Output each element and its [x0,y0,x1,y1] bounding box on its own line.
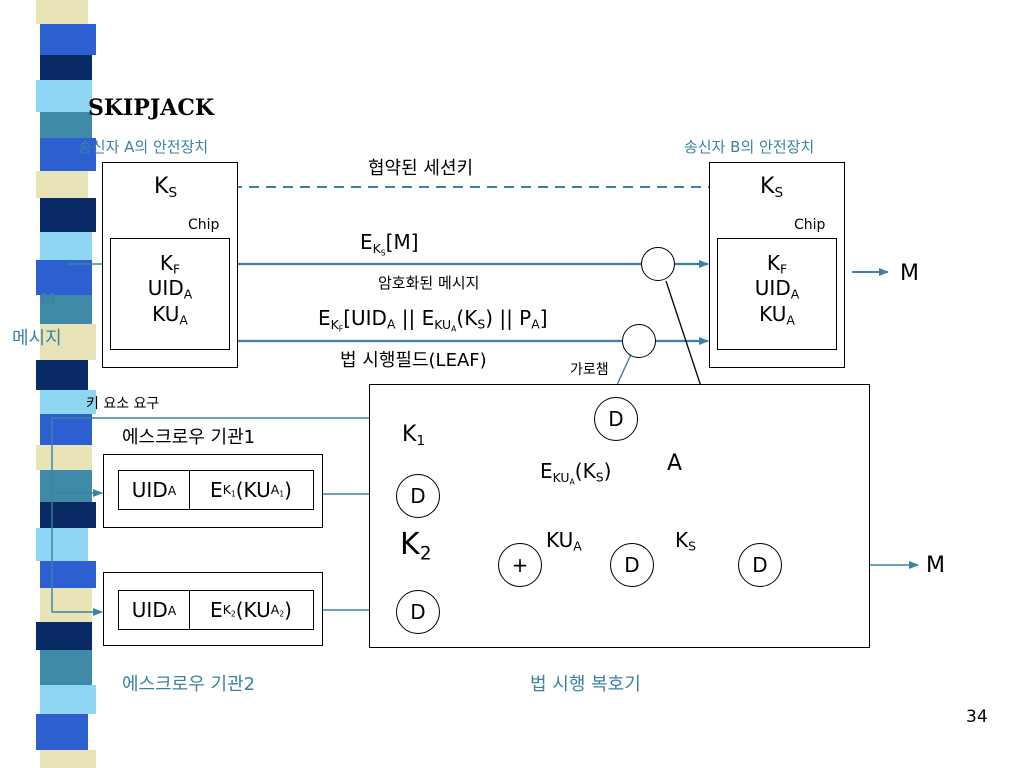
k1-decrypt-node: D [396,474,440,518]
sender-a-session-key: KS [154,174,178,202]
leaf-decrypt-node: D [594,397,638,441]
key-request-line [51,417,594,616]
message-decrypt-node: D [738,543,782,587]
ks-decrypt-node: D [610,543,654,587]
sender-a-kf: KF [159,251,181,277]
decryptor-output-m: M [926,553,945,578]
sender-a-chip: KF UIDA KUA [110,238,230,350]
decryptor-caption: 법 시행 복호기 [530,674,641,695]
output-a-label: A [667,451,683,476]
leaf-caption: 법 시행필드(LEAF) [340,350,487,371]
message-tap-ring [641,247,675,281]
sender-b-uid: UIDA [754,276,800,303]
sender-a-ku: KUA [152,301,188,328]
sender-b-kf: KF [766,251,788,277]
session-key-label: 협약된 세션키 [368,158,474,179]
message-label: EKS[M] [360,230,419,258]
sender-a-caption: 송신자 A의 안전장치 [78,138,209,156]
escrow1-title: 에스크로우 기관1 [122,427,256,448]
xor-node: + [498,543,542,587]
sender-b-ku: KUA [759,301,795,328]
sender-b-output: M [900,261,919,286]
sender-b-caption: 송신자 B의 안전장치 [684,138,815,156]
sender-a-uid: UIDA [147,276,193,303]
ku-a-label: KUA [546,528,582,554]
intercept-label: 가로챔 [570,362,609,378]
k2-label: K2 [400,527,432,565]
leaf-tap-ring [622,324,656,358]
message-caption: 암호화된 메시지 [378,274,480,292]
ks-label: KS [675,528,696,554]
page-number: 34 [966,707,988,727]
k1-label: K1 [402,422,426,450]
input-message: M [40,290,56,311]
input-message-caption: 메시지 [12,328,62,349]
sender-b-chip: KF UIDA KUA [717,238,837,350]
slide-title: SKIPJACK [88,95,214,121]
leaf-label: EKF[UIDA || EKUA(KS) || PA] [318,306,548,334]
eku-ks-label: EKUA(KS) [540,459,612,487]
key-request-label: 키 요소 요구 [86,396,160,412]
sender-b-chip-label: Chip [794,217,826,233]
k2-decrypt-node: D [396,590,440,634]
decorative-stripe [36,0,96,768]
escrow2-title: 에스크로우 기관2 [122,674,256,695]
sender-b-session-key: KS [760,174,784,202]
sender-a-chip-label: Chip [188,217,220,233]
